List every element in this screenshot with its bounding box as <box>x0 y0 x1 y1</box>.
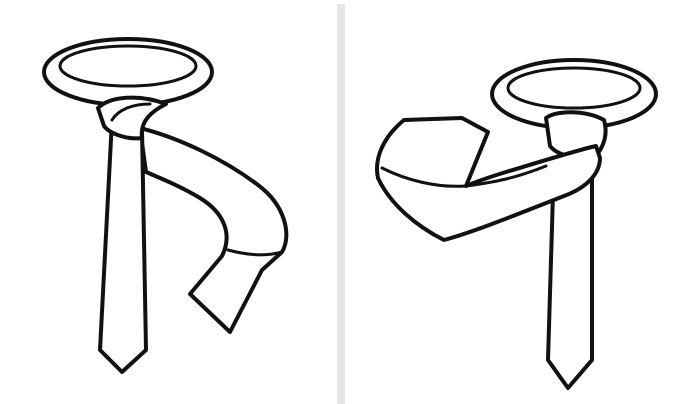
tie-knot-step-left-drawing <box>0 0 336 404</box>
panel-divider-line <box>337 4 345 404</box>
wide-blade <box>140 128 286 332</box>
narrow-blade <box>100 120 146 372</box>
collar-outer <box>44 39 212 105</box>
panel-divider <box>337 4 345 404</box>
tie-knot-step-right <box>346 0 678 404</box>
tie-knot-step-right-drawing <box>346 0 678 404</box>
tie-knot-step-left <box>0 0 336 404</box>
